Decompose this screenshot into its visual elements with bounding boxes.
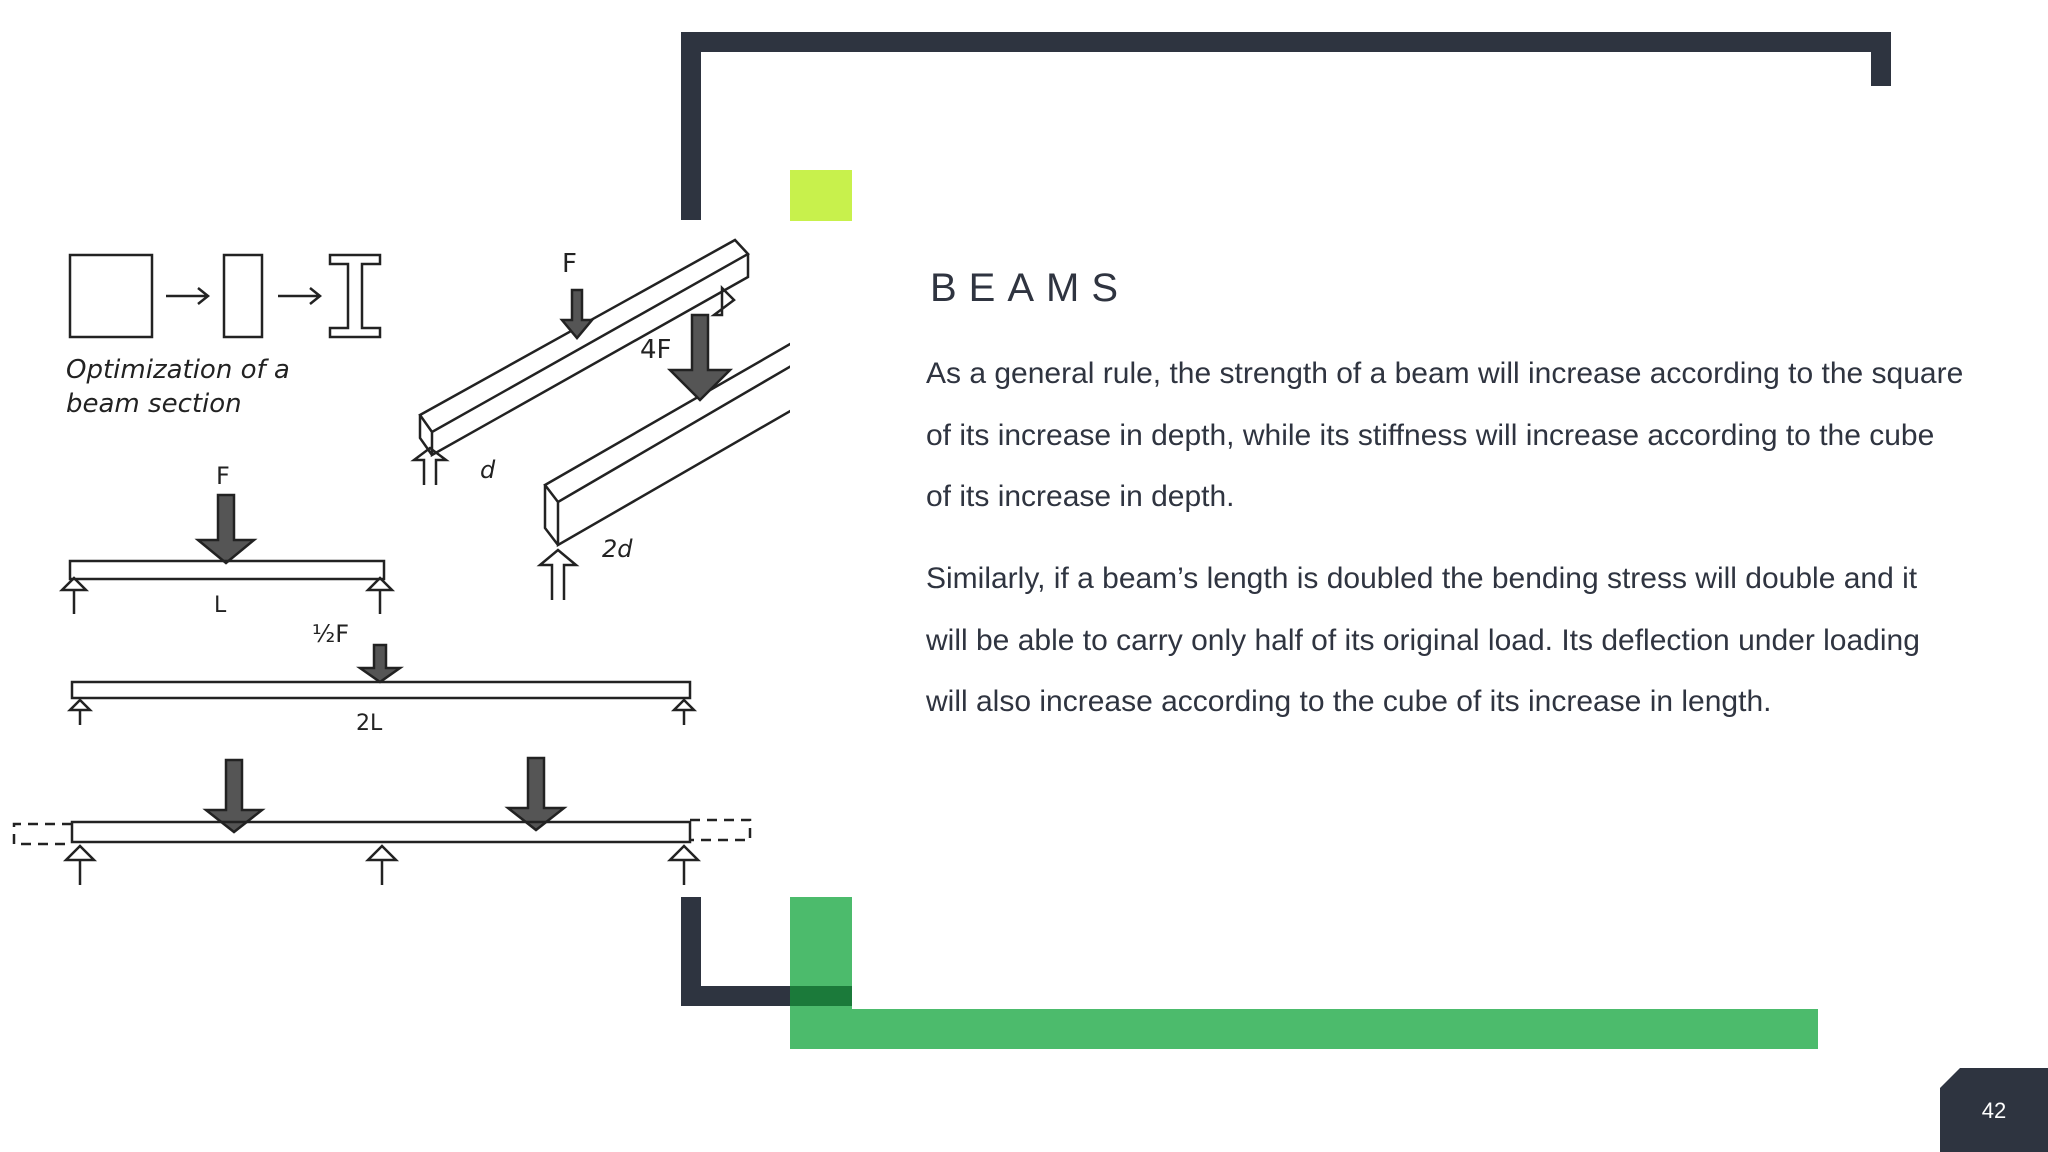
label-4f: 4F: [640, 335, 672, 365]
accent-dark-green-overlap: [790, 986, 852, 1006]
load-arrow-icon: [559, 288, 595, 340]
sketch-caption-1: Optimization of a: [66, 355, 290, 385]
load-arrow-icon: [194, 493, 258, 565]
arrow-right-icon: [166, 287, 211, 305]
frame-bottom-bar: [681, 986, 791, 1006]
beam-depth-2d: [543, 342, 790, 548]
support-arrow-icon: [364, 844, 400, 885]
page-number: 42: [1981, 1098, 2007, 1123]
paragraph-1: As a general rule, the strength of a bea…: [926, 357, 1964, 513]
rect-section-icon: [222, 253, 264, 339]
accent-lime-square: [790, 170, 852, 221]
load-arrow-icon: [356, 643, 404, 684]
label-f-left: F: [216, 462, 230, 490]
frame-left-lower: [681, 897, 701, 1006]
label-d: d: [480, 456, 496, 484]
frame-top-bar: [681, 32, 1891, 52]
support-arrow-icon: [58, 576, 90, 614]
support-arrow-icon: [62, 844, 98, 885]
support-arrow-icon: [666, 844, 702, 885]
label-half-f: ½F: [312, 620, 349, 648]
frame-right-tick: [1871, 32, 1891, 86]
beam-span-2l: [70, 680, 692, 700]
i-beam-section-icon: [328, 253, 382, 339]
accent-green-bar: [790, 1009, 1818, 1049]
label-2d: 2d: [602, 535, 633, 563]
paragraph-2: Similarly, if a beam’s length is doubled…: [926, 562, 1920, 718]
beam-span-l: [68, 559, 386, 581]
support-arrow-icon: [670, 698, 698, 725]
beam-continuous: [70, 820, 692, 844]
load-arrow-icon: [504, 756, 568, 832]
beam-continuation-dashed: [12, 818, 752, 846]
slide-title: BEAMS: [930, 266, 1131, 310]
support-arrow-icon: [410, 446, 450, 485]
support-arrow-icon: [364, 576, 396, 614]
load-arrow-icon: [666, 313, 734, 402]
sketch-caption-2: beam section: [66, 389, 242, 419]
frame-left-upper: [681, 32, 701, 220]
support-arrow-icon: [710, 284, 736, 317]
support-arrow-icon: [66, 698, 94, 725]
arrow-right-icon: [278, 287, 323, 305]
label-2l: 2L: [356, 711, 383, 736]
label-f-top: F: [562, 249, 577, 279]
label-l: L: [214, 593, 227, 618]
support-arrow-icon: [536, 548, 580, 600]
beam-sketch-illustration: Optimization of a beam section F d 4F 2d…: [12, 238, 790, 885]
square-section-icon: [68, 253, 154, 339]
page-number-tab: [1940, 1068, 2048, 1152]
